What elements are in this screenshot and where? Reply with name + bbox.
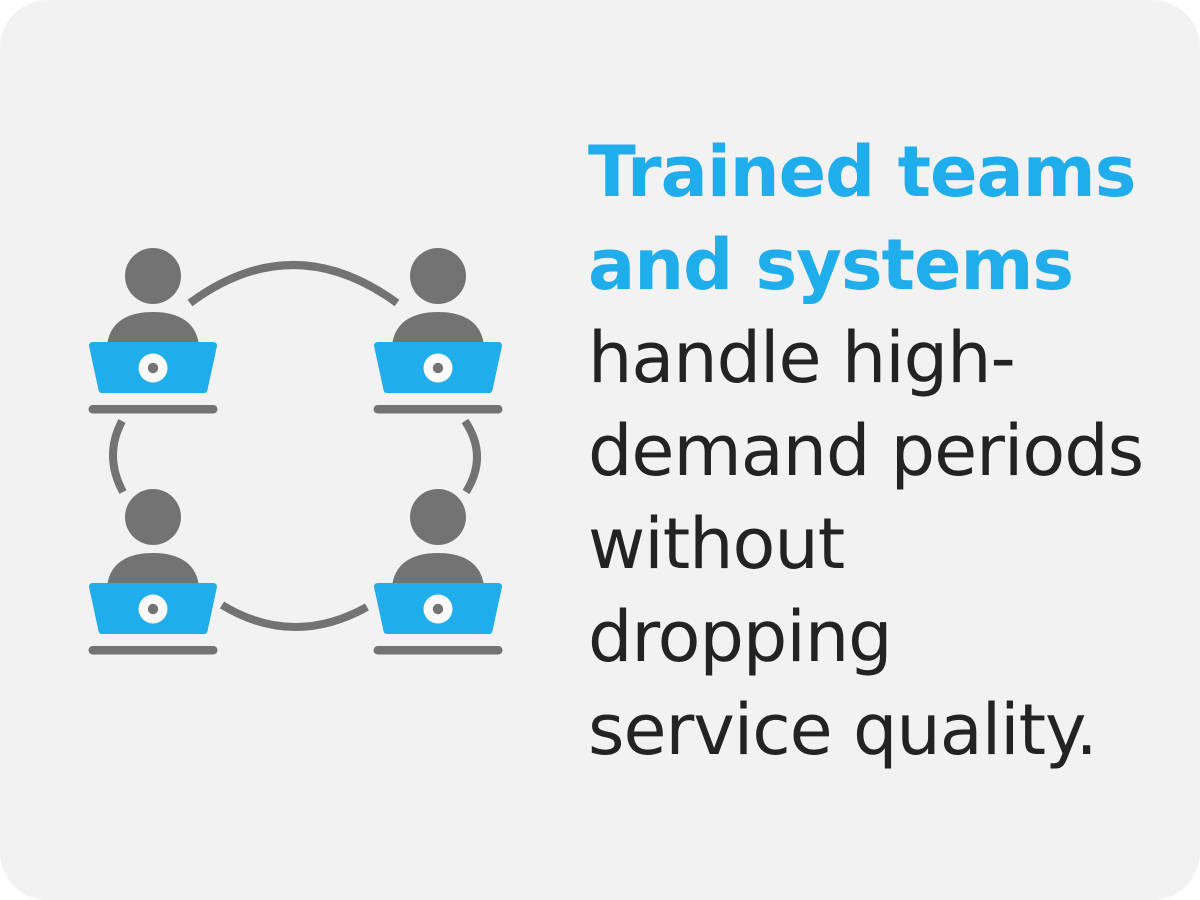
caption-body-line: handle high- <box>588 317 1016 399</box>
connector-arc-bottom <box>219 601 369 631</box>
connector-arc-top <box>187 261 400 307</box>
caption-heading-line: Trained teams <box>588 131 1136 213</box>
caption-body-line: without <box>588 503 845 585</box>
caption-body-line: dropping <box>588 596 893 678</box>
connector-arc-left <box>109 419 127 494</box>
caption-heading-line: and systems <box>588 224 1074 306</box>
person-at-laptop-icon-top-left <box>89 248 218 414</box>
caption-block: Trained teams and systems handle high- d… <box>588 126 1168 777</box>
person-at-laptop-icon-bottom-right <box>374 489 503 655</box>
person-at-laptop-icon-top-right <box>374 248 503 414</box>
connector-arc-right <box>461 418 481 495</box>
team-circle-illustration <box>78 228 538 673</box>
caption-body-line: demand periods <box>588 410 1144 492</box>
caption-body-line: service quality. <box>588 689 1098 771</box>
person-at-laptop-icon-bottom-left <box>89 489 218 655</box>
